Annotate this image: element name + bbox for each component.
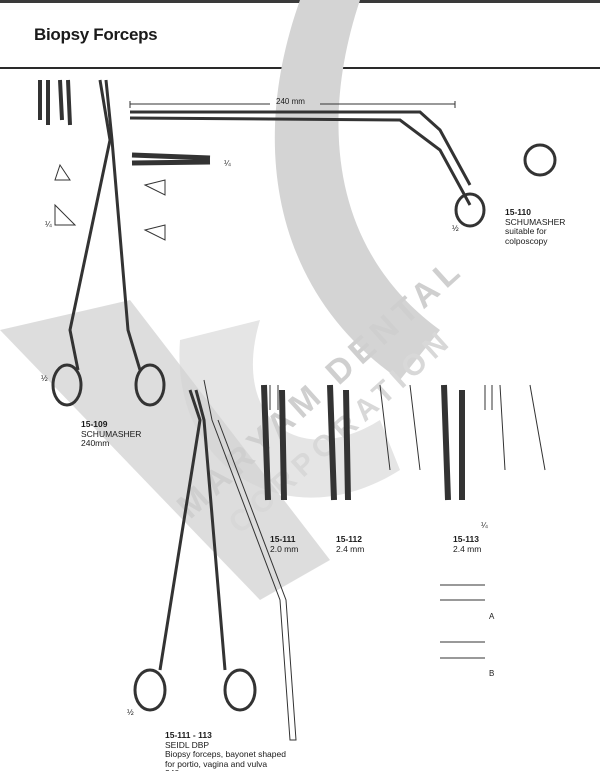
- product-line: SCHUMASHER: [81, 428, 142, 439]
- product-line: 2.4 mm: [336, 543, 365, 554]
- product-code: 15-112: [336, 534, 362, 544]
- forceps-15-109: [38, 79, 166, 407]
- scale-label: ¼: [45, 220, 52, 229]
- dimension-label: 240 mm: [276, 97, 305, 106]
- scale-label: ½: [452, 224, 459, 233]
- product-caption-15-110: 15-110 SCHUMASHER suitable for colposcop…: [505, 207, 566, 246]
- product-line: colposcopy: [505, 235, 548, 246]
- product-code: 15-110: [505, 207, 531, 217]
- variant-label-b: B: [489, 669, 495, 678]
- variant-label-a: A: [489, 612, 495, 621]
- product-code: 15-113: [453, 534, 479, 544]
- product-line: SCHUMASHER: [505, 216, 566, 227]
- product-caption-15-109: 15-109 SCHUMASHER 240mm: [81, 419, 142, 449]
- product-line: suitable for: [505, 226, 547, 236]
- product-code: 15-109: [81, 419, 108, 429]
- product-caption-15-113: 15-113 2.4 mm: [453, 534, 482, 554]
- product-caption-15-111: 15-111 2.0 mm: [270, 534, 299, 554]
- page-title: Biopsy Forceps: [34, 25, 158, 44]
- product-line: SEIDL DBP: [165, 739, 210, 750]
- product-line: 240mm: [165, 768, 286, 771]
- product-code: 15-111 - 113: [165, 730, 212, 740]
- product-line: Biopsy forceps, bayonet shaped: [165, 749, 286, 759]
- scale-label: ¼: [481, 521, 488, 530]
- forceps-15-111-113: [133, 384, 465, 712]
- product-caption-15-111-113: 15-111 - 113 SEIDL DBP Biopsy forceps, b…: [165, 730, 286, 771]
- scale-label: ½: [127, 708, 134, 717]
- forceps-15-110: [129, 110, 557, 228]
- product-code: 15-111: [270, 534, 296, 544]
- scale-label: ¼: [224, 159, 231, 168]
- product-line: 2.0 mm: [270, 543, 299, 554]
- product-caption-15-112: 15-112 2.4 mm: [336, 534, 365, 554]
- product-line: for portio, vagina and vulva: [165, 758, 268, 769]
- scale-label: ½: [41, 374, 48, 383]
- product-line: 240mm: [81, 438, 110, 448]
- product-line: 2.4 mm: [453, 543, 482, 554]
